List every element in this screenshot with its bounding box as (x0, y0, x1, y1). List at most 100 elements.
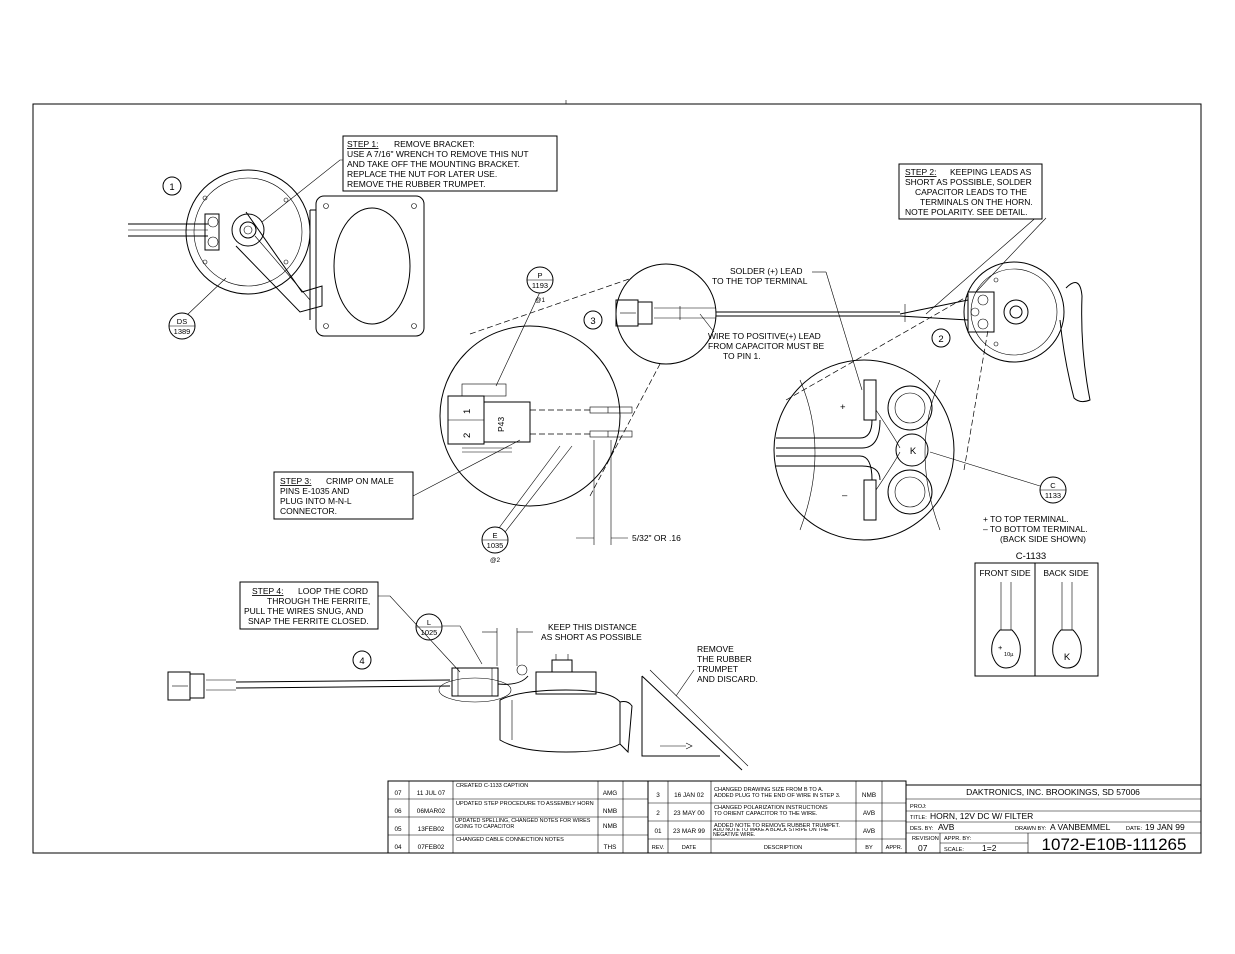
svg-text:CHANGED POLARIZATION INSTRUCTI: CHANGED POLARIZATION INSTRUCTIONS (714, 805, 828, 811)
company-name: DAKTRONICS, INC. BROOKINGS, SD 57006 (966, 787, 1140, 797)
view-1-horn-bracket (128, 159, 425, 337)
svg-text:APPR. BY:: APPR. BY: (944, 836, 971, 842)
cap-front-plus: + (998, 643, 1003, 652)
svg-text:REMOVE THE RUBBER TRUMPET.: REMOVE THE RUBBER TRUMPET. (347, 179, 486, 189)
capacitor-solder-detail: K (773, 359, 955, 541)
revision-number: 07 (918, 843, 928, 853)
svg-text:01: 01 (654, 828, 662, 835)
svg-text:CREATED C-1133 CAPTION: CREATED C-1133 CAPTION (456, 783, 528, 789)
minus-terminal-mark: – (842, 490, 848, 501)
svg-text:SCALE:: SCALE: (944, 847, 964, 853)
svg-text:REMOVE BRACKET:: REMOVE BRACKET: (394, 139, 475, 149)
view-2-horn-capacitor (785, 213, 1091, 471)
svg-text:REPLACE THE NUT FOR LATER USE.: REPLACE THE NUT FOR LATER USE. (347, 169, 497, 179)
c-1133-detail-box: C-1133 FRONT SIDE BACK SIDE + 10µ K (974, 551, 1099, 677)
svg-text:NMB: NMB (603, 808, 617, 815)
keep-distance-2: AS SHORT AS POSSIBLE (541, 632, 642, 642)
svg-text:ADDED PLUG TO THE END OF WIRE: ADDED PLUG TO THE END OF WIRE IN STEP 3. (714, 793, 841, 799)
pin-2-label: 2 (462, 433, 473, 438)
svg-text:CONNECTOR.: CONNECTOR. (280, 506, 337, 516)
callout-3 (583, 310, 603, 330)
svg-text:ADDED NOTE TO REMOVE RUBBER TR: ADDED NOTE TO REMOVE RUBBER TRUMPET. (714, 823, 840, 829)
svg-text:BY: BY (865, 845, 873, 851)
callout-3-label: 3 (590, 316, 595, 327)
svg-text:APPR.: APPR. (886, 845, 903, 851)
svg-text:THS: THS (604, 844, 617, 851)
cap-k-mark: K (910, 446, 917, 457)
svg-text:USE A 7/16" WRENCH TO REMOVE T: USE A 7/16" WRENCH TO REMOVE THIS NUT (347, 149, 529, 159)
svg-text:KEEPING LEADS AS: KEEPING LEADS AS (950, 167, 1032, 177)
p-sub: @1 (535, 297, 545, 304)
l-top: L (427, 618, 431, 627)
c-bot: 1133 (1045, 491, 1061, 500)
svg-text:REVISION: REVISION (912, 836, 939, 842)
svg-text:AND TAKE OFF THE MOUNTING BRAC: AND TAKE OFF THE MOUNTING BRACKET. (347, 159, 520, 169)
wire-note-3: TO PIN 1. (723, 351, 761, 361)
e-top: E (492, 531, 497, 540)
cap-back-label: BACK SIDE (1043, 568, 1089, 578)
p43-label: P43 (496, 417, 506, 432)
dimension-label: 5/32" OR .16 (632, 533, 681, 543)
svg-text:AVB: AVB (863, 810, 875, 817)
step-3-note: STEP 3: CRIMP ON MALE PINS E-1035 AND PL… (273, 439, 521, 520)
plus-terminal-mark: + (840, 402, 846, 413)
svg-text:A VANBEMMEL: A VANBEMMEL (1050, 822, 1111, 832)
svg-text:NMB: NMB (862, 792, 876, 799)
svg-text:AVB: AVB (938, 822, 955, 832)
svg-text:CAPACITOR LEADS TO THE: CAPACITOR LEADS TO THE (915, 187, 1027, 197)
callout-4-label: 4 (359, 656, 364, 667)
svg-text:DES. BY:: DES. BY: (910, 826, 934, 832)
svg-text:TO ORIENT CAPACITOR TO THE WIR: TO ORIENT CAPACITOR TO THE WIRE. (714, 811, 818, 817)
drawing-title: HORN, 12V DC W/ FILTER (930, 811, 1033, 821)
svg-text:13FEB02: 13FEB02 (418, 826, 445, 833)
ds-top: DS (177, 317, 187, 326)
remove-note-3: TRUMPET (697, 664, 738, 674)
svg-text:DESCRIPTION: DESCRIPTION (764, 845, 802, 851)
svg-text:CHANGED DRAWING SIZE FROM B TO: CHANGED DRAWING SIZE FROM B TO A. (714, 787, 824, 793)
polarity-note-2: – TO BOTTOM TERMINAL. (983, 524, 1088, 534)
svg-text:SHORT AS POSSIBLE, SOLDER: SHORT AS POSSIBLE, SOLDER (905, 177, 1032, 187)
svg-text:THROUGH THE FERRITE,: THROUGH THE FERRITE, (267, 596, 370, 606)
solder-note-2: TO THE TOP TERMINAL (712, 276, 808, 286)
svg-text:DATE: DATE (682, 845, 697, 851)
svg-text:STEP 1:: STEP 1: (347, 139, 379, 149)
svg-text:PINS E-1035 AND: PINS E-1035 AND (280, 486, 349, 496)
callout-1 (162, 176, 182, 196)
remove-note-1: REMOVE (697, 644, 734, 654)
svg-text:23 MAY 00: 23 MAY 00 (673, 810, 704, 817)
title-block: DAKTRONICS, INC. BROOKINGS, SD 57006 PRO… (905, 784, 1202, 854)
svg-text:2: 2 (656, 810, 660, 817)
svg-text:DATE:: DATE: (1126, 826, 1143, 832)
svg-text:LOOP THE CORD: LOOP THE CORD (298, 586, 368, 596)
svg-text:STEP 2:: STEP 2: (905, 167, 937, 177)
solder-note-1: SOLDER (+) LEAD (730, 266, 803, 276)
svg-text:NOTE POLARITY. SEE DETAIL.: NOTE POLARITY. SEE DETAIL. (905, 207, 1028, 217)
svg-text:SNAP THE FERRITE CLOSED.: SNAP THE FERRITE CLOSED. (248, 616, 369, 626)
view-3-connector: 1 2 P43 5/32" OR .16 (439, 263, 969, 545)
callout-1-label: 1 (169, 182, 174, 193)
svg-text:TERMINALS ON THE HORN.: TERMINALS ON THE HORN. (920, 197, 1033, 207)
wire-note-1: WIRE TO POSITIVE(+) LEAD (708, 331, 821, 341)
svg-text:NMB: NMB (603, 823, 617, 830)
callout-2-label: 2 (938, 334, 943, 345)
cap-back-k: K (1064, 652, 1071, 663)
svg-text:05: 05 (394, 826, 402, 833)
svg-text:STEP 4:: STEP 4: (252, 586, 284, 596)
e-bot: 1035 (487, 541, 504, 550)
svg-text:23 MAR 99: 23 MAR 99 (673, 828, 705, 835)
svg-text:STEP 3:: STEP 3: (280, 476, 312, 486)
p-top: P (537, 271, 542, 280)
step-2-note: STEP 2: KEEPING LEADS AS SHORT AS POSSIB… (898, 163, 1043, 220)
svg-text:3: 3 (656, 792, 660, 799)
svg-text:11 JUL 07: 11 JUL 07 (417, 790, 446, 797)
ds-bot: 1389 (174, 327, 191, 336)
cap-detail-title: C-1133 (1016, 551, 1046, 562)
pin-1-label: 1 (462, 409, 473, 414)
svg-text:DRAWN BY:: DRAWN BY: (1015, 826, 1047, 832)
svg-text:06MAR02: 06MAR02 (417, 808, 446, 815)
svg-text:16 JAN 02: 16 JAN 02 (674, 792, 704, 799)
drawing-number: 1072-E10B-111265 (1042, 835, 1187, 854)
c-top: C (1050, 481, 1056, 490)
cap-front-label: FRONT SIDE (979, 568, 1031, 578)
